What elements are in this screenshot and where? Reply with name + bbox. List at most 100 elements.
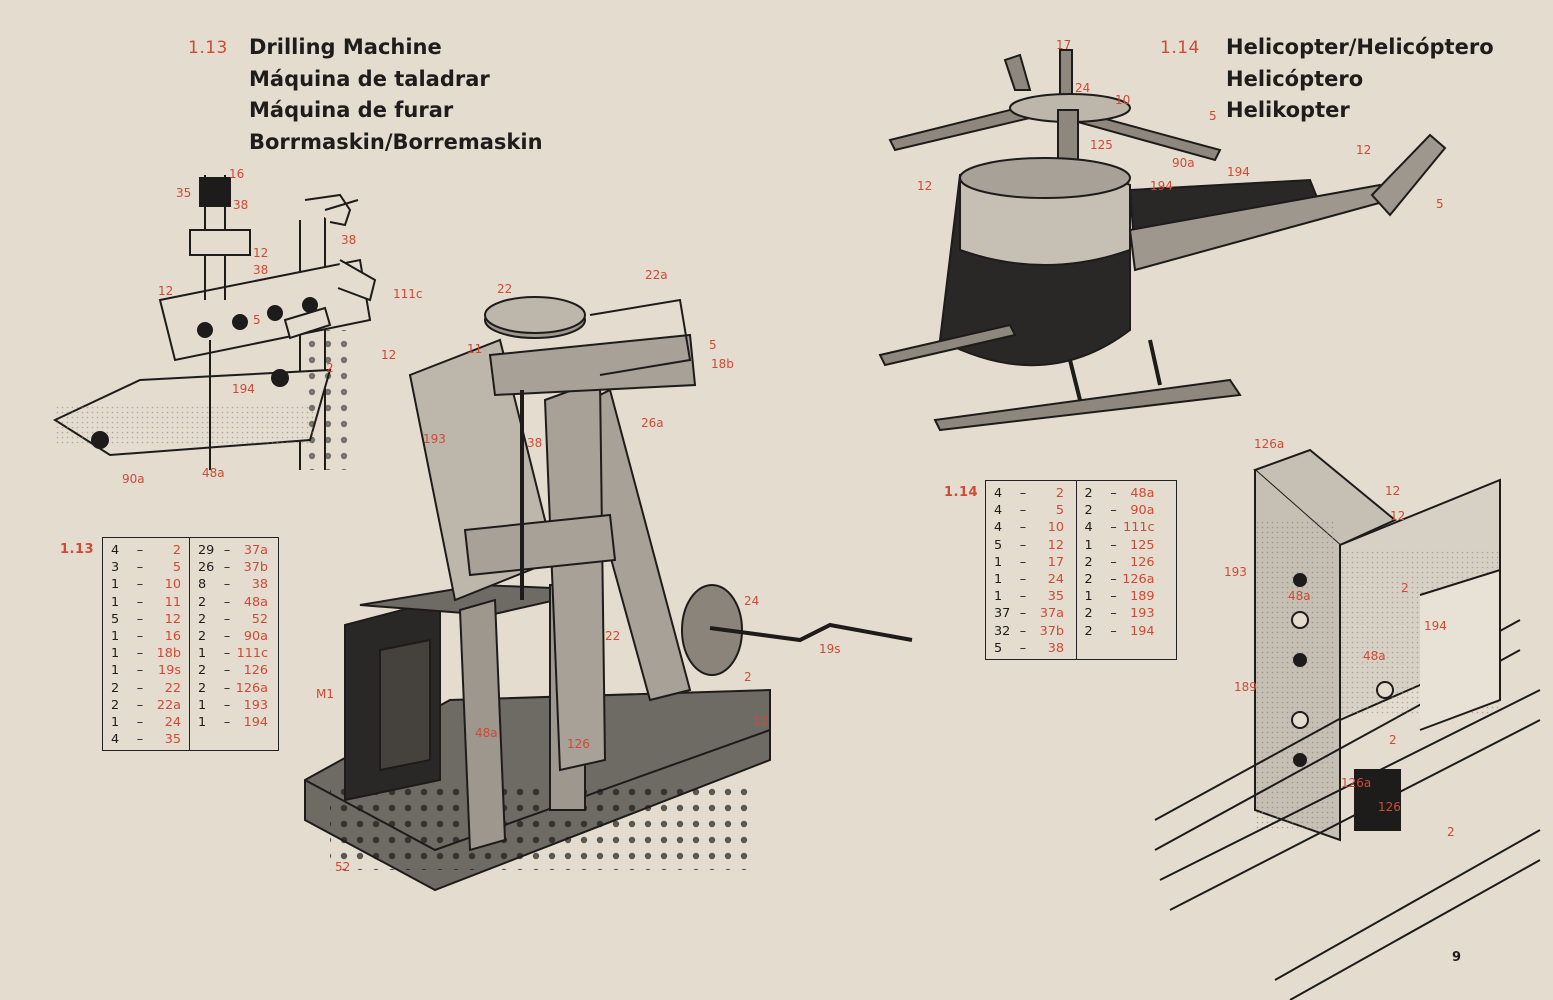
parts-column-left: 4–2 4–5 4–10 5–12 1–17 1–24 1–35 37–37a … (986, 481, 1076, 659)
parts-row: 1–11 (111, 594, 181, 610)
parts-row: 2–193 (1084, 606, 1155, 622)
callout-label: 126 (567, 737, 590, 751)
title-spanish: Máquina de taladrar (249, 66, 490, 91)
title-swedish-danish: Borrmaskin/Borremaskin (249, 129, 543, 154)
callout-label: 90a (1172, 156, 1195, 170)
parts-row: 2–126a (198, 680, 269, 696)
title-spanish: Helicóptero (1226, 66, 1364, 91)
parts-row: 4–2 (111, 543, 181, 558)
title-english: Helicopter/Helicóptero (1226, 35, 1494, 59)
parts-row: 2–90a (1084, 503, 1155, 519)
callout-label: 5 (253, 313, 261, 327)
parts-row: 1–18b (111, 646, 181, 662)
callout-label: 16 (229, 167, 245, 181)
callout-label: 111c (393, 287, 423, 301)
callout-label: 12 (158, 284, 174, 298)
parts-row: 1–17 (994, 554, 1064, 570)
parts-row: 29–37a (198, 543, 269, 558)
page-number: 9 (1452, 950, 1462, 965)
parts-row: 1–111c (198, 646, 269, 662)
parts-row: 5–38 (994, 640, 1064, 656)
parts-row: 2–126 (1084, 554, 1155, 570)
model-number: 1.14 (1160, 38, 1200, 58)
parts-column-left: 4–2 3–5 1–10 1–11 5–12 1–16 1–18b 1–19s … (103, 538, 189, 750)
parts-row: 2–48a (1084, 486, 1155, 501)
parts-row: 4–111c (1084, 520, 1155, 536)
callout-label: 35 (176, 186, 192, 200)
callout-label: 193 (1224, 565, 1247, 579)
callout-label: 5 (1436, 197, 1444, 211)
callout-label: 18b (711, 357, 734, 371)
parts-row: 1–16 (111, 629, 181, 645)
callout-label: 194 (232, 382, 255, 396)
callout-label: 26a (641, 416, 664, 430)
callout-label: 126a (1341, 776, 1372, 790)
parts-row: 3–5 (111, 560, 181, 576)
callout-label: 12 (1385, 484, 1401, 498)
callout-label: 48a (1363, 649, 1386, 663)
callout-label: 194 (1424, 619, 1447, 633)
parts-row: 2–126a (1084, 572, 1155, 588)
parts-row: 26–37b (198, 560, 269, 576)
callout-label: M1 (316, 687, 334, 701)
model-number: 1.13 (188, 38, 228, 58)
parts-row: 2–22a (111, 697, 181, 713)
callout-label: 22 (497, 282, 513, 296)
parts-row: 4–5 (994, 503, 1064, 519)
parts-row: 1–24 (994, 572, 1064, 588)
callout-label: 5 (709, 338, 717, 352)
callout-label: 2 (744, 670, 752, 684)
callout-label: 189 (1234, 680, 1257, 694)
callout-label: 194 (1150, 179, 1173, 193)
parts-row: 1–24 (111, 715, 181, 731)
callout-label: 22 (605, 629, 621, 643)
title-english: Drilling Machine (249, 35, 442, 59)
parts-table: 4–2 3–5 1–10 1–11 5–12 1–16 1–18b 1–19s … (102, 537, 279, 751)
callout-label: 126 (1378, 800, 1401, 814)
parts-row: 1–193 (198, 697, 269, 713)
parts-row: 32–37b (994, 623, 1064, 639)
parts-table-label: 1.14 (944, 485, 979, 500)
callout-label: 5 (1209, 109, 1217, 123)
parts-row: 1–19s (111, 663, 181, 679)
callout-label: 24 (744, 594, 760, 608)
title-swedish: Helikopter (1226, 98, 1350, 122)
parts-row: 5–12 (994, 537, 1064, 553)
parts-table-label: 1.13 (60, 542, 95, 557)
parts-table: 4–2 4–5 4–10 5–12 1–17 1–24 1–35 37–37a … (985, 480, 1177, 660)
parts-row: 5–12 (111, 611, 181, 627)
callout-label: 126a (1254, 437, 1285, 451)
callout-label: 194 (1227, 165, 1250, 179)
callout-label: 38 (233, 198, 249, 212)
callout-label: 2 (1447, 825, 1455, 839)
callout-label: 2 (326, 361, 334, 375)
model-title-list: Drilling Machine Máquina de taladrar Máq… (249, 32, 543, 158)
callout-label: 52 (335, 860, 351, 874)
parts-row: 4–10 (994, 520, 1064, 536)
parts-row: 2–194 (1084, 623, 1155, 639)
callout-label: 2 (1389, 733, 1397, 747)
callout-label: 12 (381, 348, 397, 362)
callout-label: 193 (423, 432, 446, 446)
drilling-machine-drawing (304, 296, 913, 892)
parts-row: 8–38 (198, 577, 269, 593)
parts-row: 37–37a (994, 606, 1064, 622)
callout-label: 12 (917, 179, 933, 193)
callout-label: 125 (1090, 138, 1113, 152)
callout-label: 19s (819, 642, 841, 656)
callout-label: 90a (122, 472, 145, 486)
parts-row: 2–22 (111, 680, 181, 696)
parts-column-right: 2–48a 2–90a 4–111c 1–125 2–126 2–126a 1–… (1075, 481, 1176, 659)
parts-column-right: 29–37a 26–37b 8–38 2–48a 2–52 2–90a 1–11… (189, 538, 278, 750)
parts-row: 1–10 (111, 577, 181, 593)
helicopter-drawing (878, 49, 1447, 432)
callout-label: 10 (1115, 93, 1131, 107)
callout-label: 12 (753, 714, 769, 728)
helicopter-detail-drawing (1154, 448, 1541, 1000)
callout-label: 38 (527, 436, 543, 450)
parts-row: 2–90a (198, 629, 269, 645)
parts-row: 2–126 (198, 663, 269, 679)
callout-label: 48a (1288, 589, 1311, 603)
